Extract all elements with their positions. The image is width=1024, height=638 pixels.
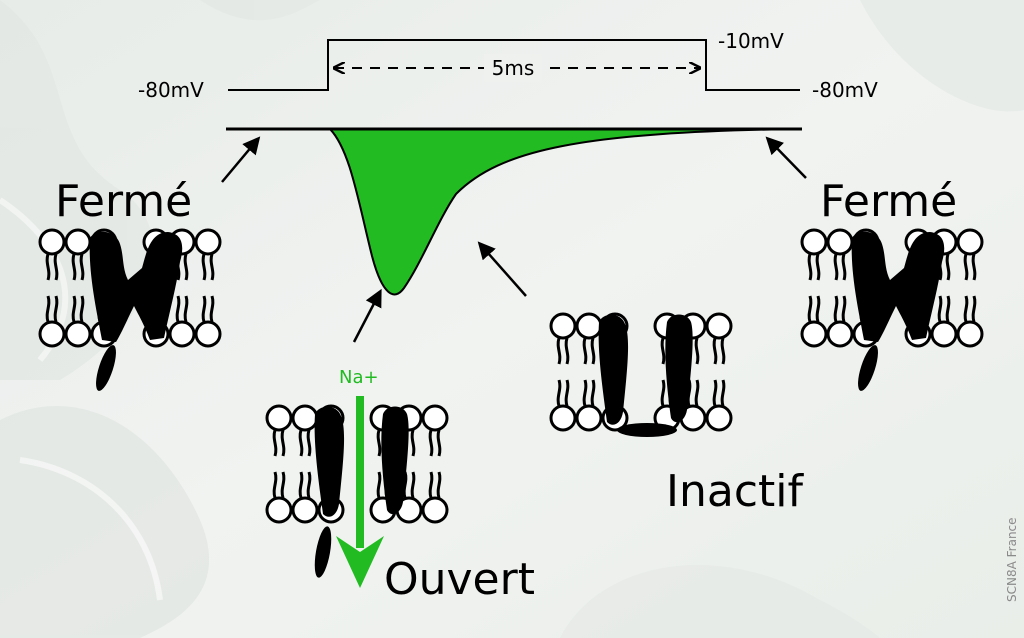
pointer-arrow-open [352, 288, 382, 343]
voltage-step-trace [228, 39, 800, 91]
step-voltage: -10mV [718, 29, 784, 53]
state-label-open: Ouvert [384, 554, 535, 605]
pointer-arrow-closed-left [221, 136, 261, 183]
pointer-arrow-closed-right [765, 136, 807, 179]
sodium-current-area [327, 128, 801, 296]
duration-label-backdrop [484, 54, 542, 82]
state-label-closed-right: Fermé [820, 176, 957, 227]
ion-label: Na+ [339, 367, 379, 388]
holding-voltage-left: -80mV [138, 78, 204, 102]
credit-text: SCN8A France [1005, 517, 1019, 602]
na-flow-arrowhead-icon [336, 536, 384, 588]
state-label-inactive: Inactif [666, 466, 804, 517]
holding-voltage-right: -80mV [812, 78, 878, 102]
duration-label: 5ms [492, 56, 535, 80]
pointer-arrow-inactive [477, 241, 527, 297]
state-label-closed-left: Fermé [55, 176, 192, 227]
